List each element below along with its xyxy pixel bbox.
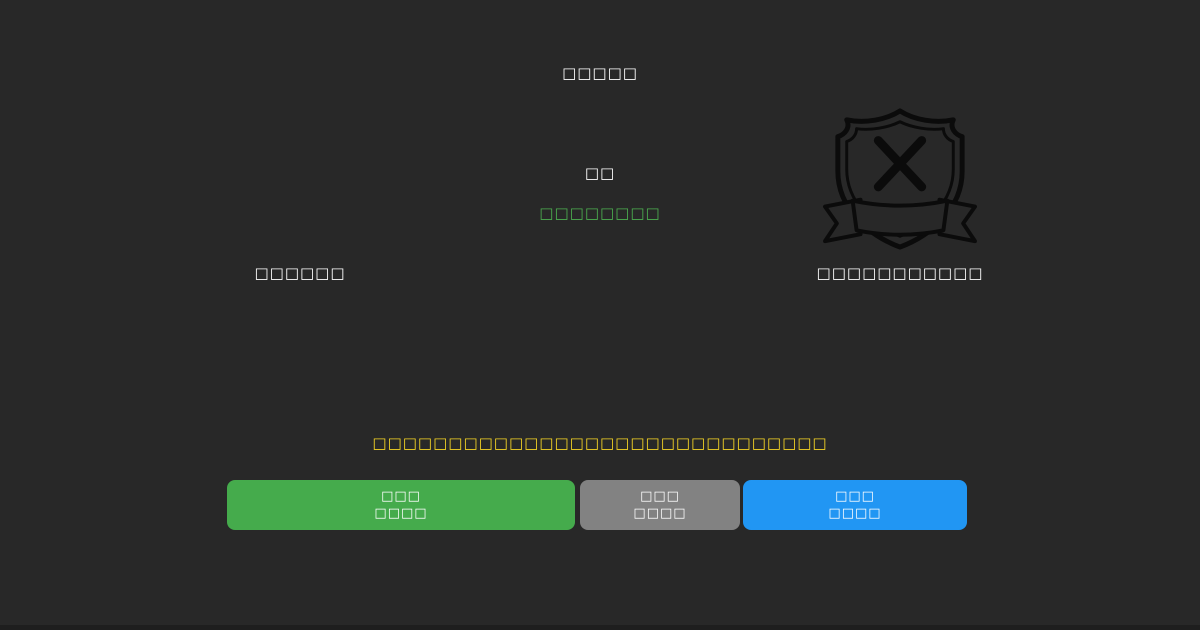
blue-action-button-line2: □□□□ [828, 506, 882, 521]
gray-action-button-line1: □□□ [640, 489, 680, 504]
gray-action-button[interactable]: □□□ □□□□ [580, 480, 740, 530]
shield-x-badge-icon [818, 104, 982, 252]
left-player-label: □□□□□□ [254, 264, 346, 282]
green-action-button[interactable]: □□□ □□□□ [227, 480, 575, 530]
green-action-button-line1: □□□ [381, 489, 421, 504]
bottom-edge-strip [0, 625, 1200, 630]
page-title: □□□□□ [562, 64, 638, 82]
gray-action-button-line2: □□□□ [633, 506, 687, 521]
green-action-button-line2: □□□□ [374, 506, 428, 521]
round-label: □□ [584, 164, 616, 182]
blue-action-button-line1: □□□ [835, 489, 875, 504]
shield-caption: □□□□□□□□□□□ [816, 264, 984, 282]
status-text: □□□□□□□□ [539, 204, 661, 222]
warning-text: □□□□□□□□□□□□□□□□□□□□□□□□□□□□□□ [372, 434, 828, 452]
blue-action-button[interactable]: □□□ □□□□ [743, 480, 967, 530]
